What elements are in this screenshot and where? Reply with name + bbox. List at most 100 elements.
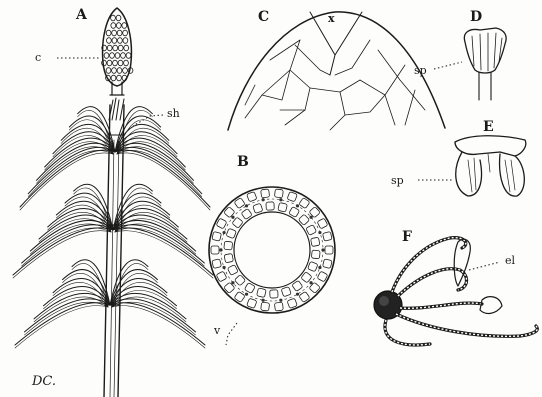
apex-cell-wall [262, 70, 290, 100]
section-central-cavity [234, 212, 310, 288]
section-cells [211, 189, 333, 311]
label-vascular: v [213, 324, 221, 337]
cone-scale [113, 45, 118, 51]
apex-cell-wall [385, 65, 405, 95]
apex-cell-wall [295, 45, 330, 75]
outer-cell [212, 259, 222, 269]
branch-edge [117, 147, 194, 184]
cone-scale [123, 68, 128, 74]
spore-center [379, 296, 389, 306]
vascular-bundle [222, 266, 225, 269]
cone-scale [118, 45, 123, 51]
inner-cell [253, 203, 263, 213]
branch-whorl-upper [20, 107, 210, 210]
apex-cell-wall [360, 80, 395, 125]
cone-scale [112, 30, 117, 36]
outer-cell [323, 232, 333, 242]
apex-cell-wall [378, 50, 425, 110]
inner-cell [311, 237, 320, 246]
cone-scale [117, 75, 122, 81]
outer-cell [287, 298, 297, 308]
label-elater: el [505, 254, 516, 267]
vascular-bundle [245, 204, 248, 207]
branch-edge [25, 302, 109, 335]
inner-cell [227, 265, 238, 276]
cone-scale [123, 30, 128, 36]
panel-a-horsetail-stem [13, 8, 213, 397]
branch [115, 147, 202, 193]
cone-scale [106, 68, 111, 74]
outer-cell [216, 218, 227, 229]
cone-scale [111, 15, 116, 21]
inner-cell [257, 288, 267, 298]
apical-cell [310, 12, 362, 75]
inner-cell [244, 283, 255, 294]
vascular-bundle [262, 299, 265, 302]
apex-cell-wall [245, 85, 255, 105]
outer-cell [211, 246, 219, 254]
branch [13, 228, 113, 275]
panel-e-sporangiophore-side [418, 136, 526, 196]
outer-cell [261, 189, 270, 198]
branch-edge [117, 153, 210, 210]
vascular-bundle [231, 216, 234, 219]
apex-cell-network [245, 40, 425, 130]
section-middle-ring [221, 199, 323, 301]
apex-cell-wall [405, 90, 415, 125]
vascular-bundle [309, 216, 312, 219]
cone-scale [124, 45, 129, 51]
apex-cell-wall [285, 70, 310, 125]
branch-edge [13, 231, 111, 278]
leader-elater [469, 262, 500, 270]
inner-cell [289, 207, 300, 218]
cone-scale [111, 75, 116, 81]
branch-edge [112, 306, 205, 348]
cone-scale [111, 23, 116, 29]
hanging-sporangia [456, 152, 525, 196]
vascular-bundle [296, 293, 299, 296]
outer-cell [261, 302, 270, 311]
inner-cell [266, 202, 274, 210]
panel-letter-c: C [258, 9, 269, 25]
apex-cell-wall [245, 40, 300, 118]
sporangiophore-head [464, 28, 506, 73]
branch-edge [36, 147, 113, 184]
cone-scale [117, 30, 122, 36]
inner-cell [224, 241, 233, 250]
cone-scale [116, 15, 121, 21]
cone-scale [110, 53, 115, 59]
cone-scale [126, 53, 131, 59]
inner-cell [226, 228, 236, 238]
cone-scale [117, 68, 122, 74]
cone-scale [107, 60, 112, 66]
cone-scale [118, 60, 123, 66]
inner-cell [306, 225, 317, 236]
branch-edge [112, 302, 196, 335]
vascular-bundle [318, 266, 321, 269]
leader-d-sp [434, 62, 462, 69]
cone-scale [121, 53, 126, 59]
outer-cell [325, 246, 333, 254]
cone-scale [115, 53, 120, 59]
apex-outline [228, 12, 445, 130]
cone-scale [106, 30, 111, 36]
label-apical: x [328, 12, 335, 25]
cone-scale [113, 60, 118, 66]
inner-cell [224, 253, 233, 262]
cone-scale [107, 38, 112, 44]
sporangia-lines [468, 154, 515, 192]
branch-whorl-lower [15, 260, 205, 348]
outer-cell [216, 271, 227, 282]
panel-d-sporangiophore [434, 28, 506, 100]
apex-cell-wall [270, 40, 300, 60]
cone-scale [104, 53, 109, 59]
shield-cap [455, 136, 526, 156]
label-sheath: sh [167, 107, 180, 120]
inner-cell [311, 250, 320, 259]
label-cone: c [35, 51, 41, 64]
panel-c-stem-apex [228, 12, 445, 130]
vascular-bundle [296, 204, 299, 207]
inner-cell [281, 287, 291, 297]
panel-letter-e: E [483, 119, 494, 135]
